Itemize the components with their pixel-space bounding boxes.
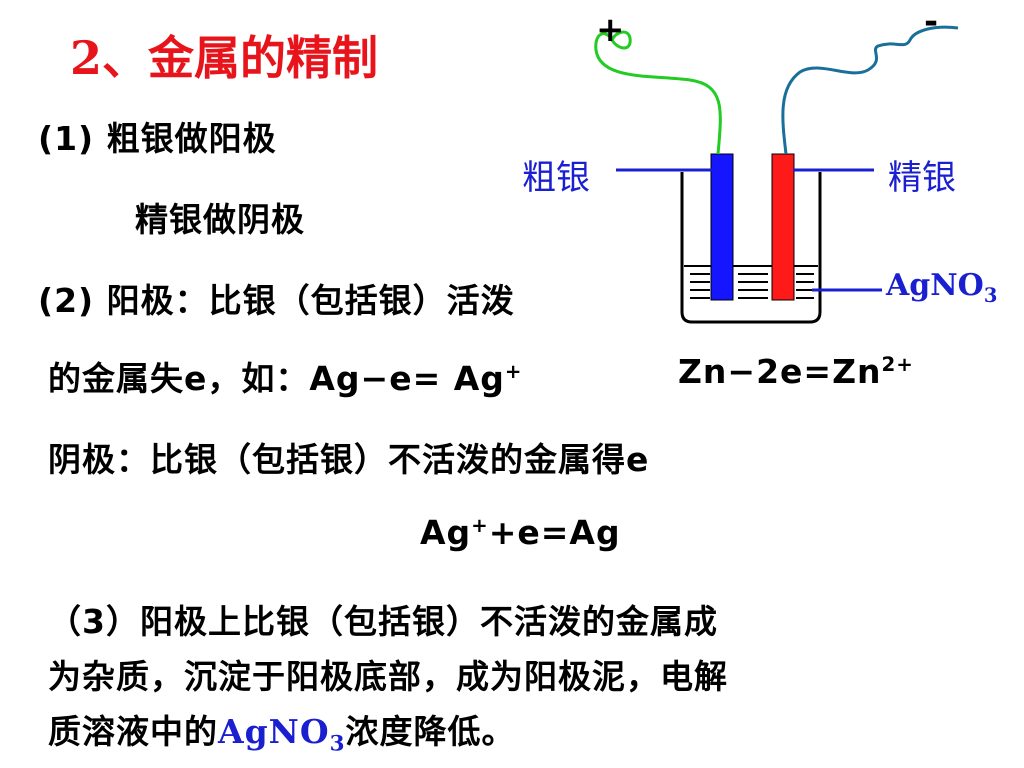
line-9-prefix: 质溶液中的	[48, 712, 218, 751]
cathode-electrode	[771, 153, 795, 301]
page-title: 2、金属的精制	[70, 31, 379, 85]
text-line-8: 为杂质，沉淀于阳极底部，成为阳极泥，电解	[48, 657, 728, 696]
zn-equation: Zn−2e=Zn	[678, 352, 882, 391]
text-line-4: 的金属失e，如：Ag−e= Ag+	[48, 352, 522, 400]
ag-charge: +	[504, 360, 523, 383]
text-line-7: （3）阳极上比银（包括银）不活泼的金属成	[48, 602, 718, 641]
negative-wire	[781, 25, 959, 155]
label-crude-silver: 粗银	[522, 158, 590, 198]
positive-terminal: +	[596, 10, 625, 50]
cathode-equation-rest: +e=Ag	[488, 513, 621, 552]
agno3-formula: AgNO3	[218, 712, 346, 755]
cathode-reaction: Ag++e=Ag	[420, 513, 621, 552]
positive-wire	[594, 30, 722, 155]
electrolyte-subscript: 3	[983, 284, 998, 307]
label-electrolyte: AgNO3	[886, 268, 997, 305]
text-line-5: 阴极：比银（包括银）不活泼的金属得e	[48, 440, 650, 479]
anode-reaction-ag: 的金属失e，如：Ag−e= Ag	[48, 359, 505, 398]
solution-lines	[684, 265, 818, 299]
text-line-2: 精银做阴极	[135, 200, 305, 239]
cathode-ag: Ag	[420, 513, 472, 552]
text-line-1: (1) 粗银做阳极	[38, 119, 277, 158]
negative-terminal: -	[924, 2, 939, 42]
agno3-main: AgNO	[218, 712, 330, 751]
anode-electrode	[710, 153, 734, 301]
zn-charge: 2+	[881, 353, 914, 376]
label-pure-silver: 精银	[888, 158, 956, 198]
text-line-9: 质溶液中的AgNO3浓度降低。	[48, 705, 516, 755]
text-line-3: (2) 阳极：比银（包括银）活泼	[38, 281, 515, 320]
electrolyte-formula: AgNO	[886, 268, 984, 303]
line-9-suffix: 浓度降低。	[345, 712, 516, 751]
agno3-subscript: 3	[329, 731, 346, 757]
anode-reaction-zn: Zn−2e=Zn2+	[678, 352, 914, 391]
beaker	[680, 172, 822, 324]
cathode-ag-charge: +	[471, 514, 489, 537]
